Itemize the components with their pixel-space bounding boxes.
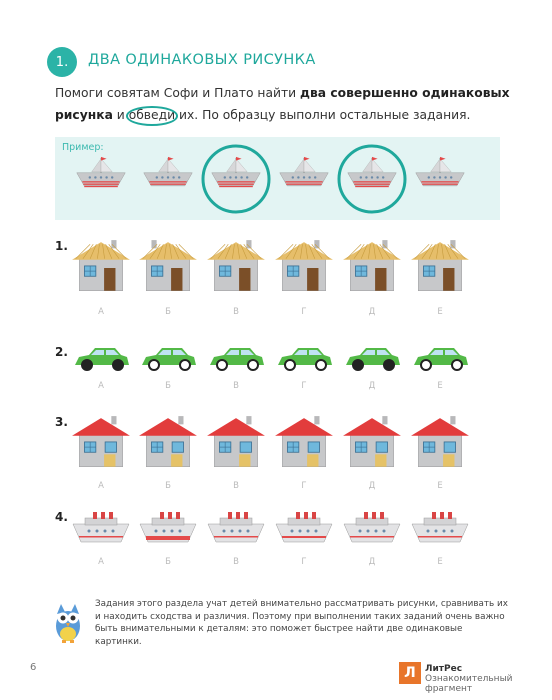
litres-logo-icon: Л <box>399 662 421 684</box>
house-picture <box>411 240 469 291</box>
car-picture <box>210 348 264 371</box>
answer-letter: Г <box>301 481 307 491</box>
answer-letter: В <box>233 481 239 491</box>
task-number: 3. <box>55 415 68 429</box>
answer-circle <box>201 144 271 214</box>
logo-brand: ЛитРес <box>425 664 463 674</box>
answer-letter: Б <box>165 381 171 391</box>
ship-picture <box>343 512 401 543</box>
answer-letter: Б <box>165 557 171 567</box>
answer-letter: Г <box>301 381 307 391</box>
house-picture <box>343 240 401 291</box>
house-picture <box>275 416 333 467</box>
house-picture <box>72 416 130 467</box>
answer-letter: Б <box>165 481 171 491</box>
house-picture <box>207 240 265 291</box>
car-picture <box>414 348 468 371</box>
answer-letter: В <box>233 307 239 317</box>
ship-picture <box>72 512 130 543</box>
task-number: 2. <box>55 345 68 359</box>
answer-letter: Е <box>437 557 443 567</box>
task-number: 1. <box>55 239 68 253</box>
answer-letter: А <box>98 557 104 567</box>
instruction-part: Помоги совятам Софи и Плато найти <box>55 86 301 100</box>
sample-label: Пример: <box>62 142 104 153</box>
sailboat-picture <box>347 156 397 188</box>
instruction-part: и <box>112 108 129 122</box>
circled-word: обведи <box>125 104 179 126</box>
house-picture <box>139 416 197 467</box>
answer-letter: А <box>98 381 104 391</box>
section-title: ДВА ОДИНАКОВЫХ РИСУНКА <box>88 52 316 68</box>
section-number-badge: 1. <box>47 47 77 77</box>
answer-circle <box>337 144 407 214</box>
car-picture <box>346 348 400 371</box>
answer-letter: Е <box>437 381 443 391</box>
answer-letter: А <box>98 307 104 317</box>
house-picture <box>275 240 333 291</box>
task-number: 4. <box>55 510 68 524</box>
logo-caption: ЛитРес Ознакомительный фрагмент <box>425 664 552 694</box>
house-picture <box>72 240 130 291</box>
answer-letter: А <box>98 481 104 491</box>
answer-letter: Д <box>368 307 376 317</box>
answer-letter: В <box>233 557 239 567</box>
answer-letter: Г <box>301 557 307 567</box>
answer-letter: Д <box>368 557 376 567</box>
parent-note: Задания этого раздела учат детей внимате… <box>95 599 508 647</box>
answer-letter: Д <box>368 481 376 491</box>
sailboat-picture <box>415 156 465 187</box>
sailboat-picture <box>143 156 193 187</box>
sailboat-picture <box>211 156 261 188</box>
instruction-text: Помоги совятам Софи и Плато найти два со… <box>55 82 525 126</box>
instruction-bold: два совершенно одинаковых рисунка <box>55 86 510 122</box>
owl-icon <box>56 604 80 643</box>
sailboat-picture <box>76 156 126 188</box>
page-number: 6 <box>30 662 37 673</box>
ship-picture <box>139 512 197 543</box>
answer-letter: Е <box>437 481 443 491</box>
answer-letter: Г <box>301 307 307 317</box>
ship-picture <box>275 512 333 543</box>
house-picture <box>411 416 469 467</box>
sailboat-picture <box>279 156 329 187</box>
car-picture <box>142 348 196 371</box>
ship-picture <box>411 512 469 543</box>
logo-subtitle: Ознакомительный фрагмент <box>425 674 513 694</box>
answer-letter: Б <box>165 307 171 317</box>
answer-letter: Д <box>368 381 376 391</box>
house-picture <box>139 240 197 291</box>
car-picture <box>278 348 332 371</box>
ship-picture <box>207 512 265 543</box>
house-picture <box>343 416 401 467</box>
car-picture <box>75 348 129 371</box>
house-picture <box>207 416 265 467</box>
instruction-part: их. По образцу выполни остальные задания… <box>175 108 471 122</box>
answer-letter: Е <box>437 307 443 317</box>
answer-letter: В <box>233 381 239 391</box>
